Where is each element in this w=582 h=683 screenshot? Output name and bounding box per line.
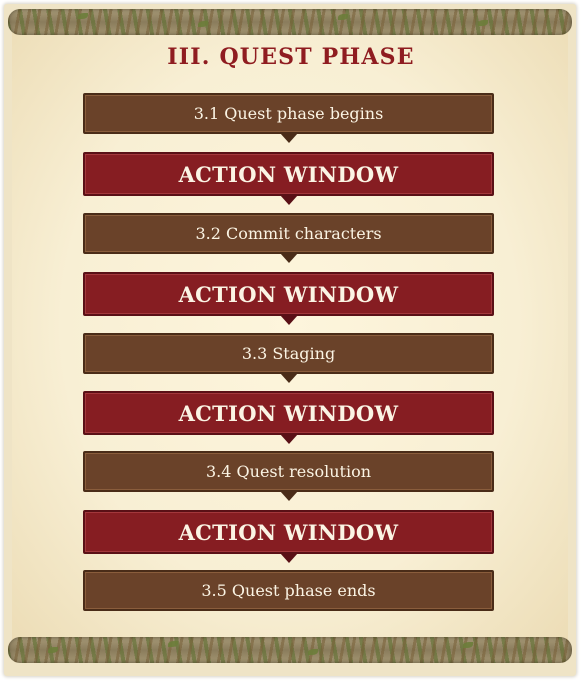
down-arrow-icon — [279, 434, 298, 444]
leaf-decoration — [338, 14, 348, 20]
action-window: ACTION WINDOW — [83, 391, 494, 444]
step-label: ACTION WINDOW — [178, 281, 399, 307]
step-label: 3.3 Staging — [241, 344, 336, 363]
phase-step-3-5: 3.5 Quest phase ends — [83, 570, 494, 611]
leaf-decoration — [78, 13, 88, 19]
step-label: ACTION WINDOW — [178, 161, 399, 187]
action-window: ACTION WINDOW — [83, 510, 494, 563]
step-label: 3.2 Commit characters — [195, 224, 382, 243]
down-arrow-icon — [279, 315, 298, 325]
action-window: ACTION WINDOW — [83, 152, 494, 205]
leaf-decoration — [48, 647, 58, 653]
phase-step-3-2: 3.2 Commit characters — [83, 213, 494, 263]
page-title: III. QUEST PHASE — [167, 44, 415, 70]
phase-step-3-1: 3.1 Quest phase begins — [83, 93, 494, 143]
leaf-decoration — [198, 21, 208, 27]
leaf-decoration — [478, 20, 488, 26]
step-label: 3.4 Quest resolution — [205, 462, 371, 481]
down-arrow-icon — [279, 491, 298, 501]
leaf-decoration — [463, 642, 473, 648]
step-label: 3.5 Quest phase ends — [201, 581, 376, 600]
leaf-decoration — [308, 649, 318, 655]
leaf-decoration — [168, 641, 178, 647]
down-arrow-icon — [279, 133, 298, 143]
down-arrow-icon — [279, 195, 298, 205]
bottom-vine-border — [8, 637, 572, 663]
phase-step-3-3: 3.3 Staging — [83, 333, 494, 383]
step-label: ACTION WINDOW — [178, 400, 399, 426]
down-arrow-icon — [279, 253, 298, 263]
down-arrow-icon — [279, 553, 298, 563]
step-label: 3.1 Quest phase begins — [193, 104, 384, 123]
action-window: ACTION WINDOW — [83, 272, 494, 325]
step-label: ACTION WINDOW — [178, 519, 399, 545]
down-arrow-icon — [279, 373, 298, 383]
phase-step-3-4: 3.4 Quest resolution — [83, 451, 494, 501]
top-vine-border — [8, 9, 572, 35]
